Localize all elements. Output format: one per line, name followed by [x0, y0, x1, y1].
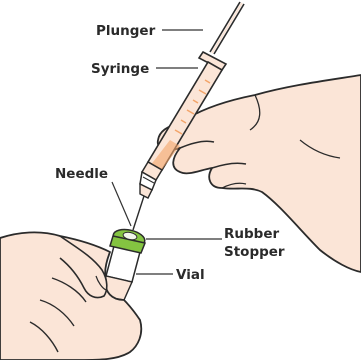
- vial-label: Vial: [176, 267, 205, 283]
- plunger-label: Plunger: [96, 23, 156, 39]
- needle: [133, 196, 144, 230]
- rubber-stopper-label-line1: Rubber: [224, 226, 279, 242]
- plunger-rod: [210, 2, 244, 54]
- needle-leader: [112, 182, 131, 226]
- rubber-stopper-label-line2: Stopper: [224, 244, 285, 260]
- needle-label: Needle: [55, 166, 108, 182]
- needle-hub: [140, 162, 162, 198]
- syringe-label: Syringe: [91, 61, 149, 77]
